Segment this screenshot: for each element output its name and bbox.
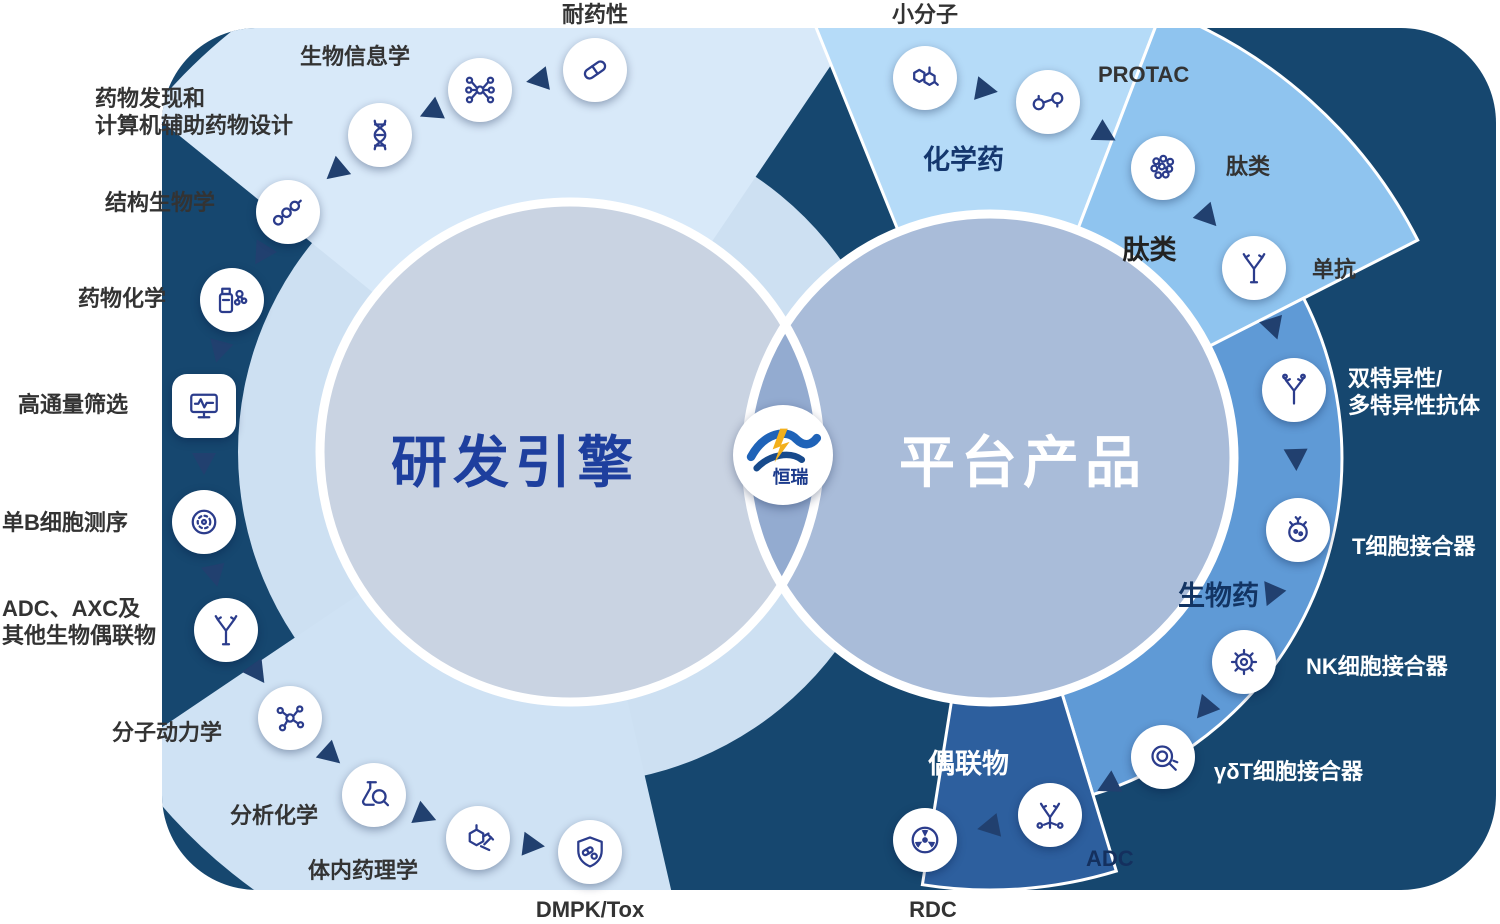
node-adc	[1018, 783, 1082, 847]
screen-icon	[186, 388, 222, 424]
small-molecule-label: 小分子	[891, 2, 958, 27]
drug-resistance-label: 耐药性	[561, 2, 628, 27]
flow-arrow	[974, 76, 1000, 104]
rdc-label: RDC	[909, 897, 957, 922]
flask-magnifier-icon	[356, 777, 392, 813]
dna-icon	[362, 117, 398, 153]
rnd-engine-title: 研发引擎	[391, 431, 639, 494]
sector-label-biologics: 生物药	[1178, 581, 1259, 611]
node-in-vivo-pharmacology	[446, 806, 510, 870]
node-drug-discovery-cadd	[348, 103, 412, 167]
left-top-fan	[162, 28, 872, 452]
lightning-icon	[772, 428, 790, 463]
structural-biology-label: 结构生物学	[105, 190, 216, 215]
logo-text: 恒瑞	[773, 466, 809, 487]
pill-icon	[577, 52, 613, 88]
monoclonal-antibody-label: 单抗	[1312, 257, 1357, 282]
flow-arrow	[524, 66, 550, 94]
protac-icon	[1030, 84, 1066, 120]
invivo-icon	[460, 820, 496, 856]
analytical-chemistry-label: 分析化学	[230, 803, 319, 828]
medicinal-chemistry-label: 药物化学	[78, 286, 167, 311]
node-monoclonal-antibody	[1222, 236, 1286, 300]
tcell-icon	[1280, 512, 1316, 548]
molecule-icon	[272, 700, 308, 736]
bioinformatics-label: 生物信息学	[300, 44, 411, 69]
bispecific-icon	[1276, 372, 1312, 408]
platform-products-title: 平台产品	[899, 431, 1147, 494]
node-bioinformatics	[448, 58, 512, 122]
radiation-icon	[907, 822, 943, 858]
flow-arrow	[521, 831, 547, 859]
medicine-icon	[214, 282, 250, 318]
nk-cell-engager-label: NK细胞接合器	[1306, 654, 1448, 679]
drug-discovery-cadd-label: 药物发现和 计算机辅助药物设计	[95, 86, 294, 138]
adc-icon	[1032, 797, 1068, 833]
node-high-throughput-screening	[172, 374, 236, 438]
sector-label-conjugates: 偶联物	[928, 749, 1009, 779]
node-gdt-cell-engager	[1131, 725, 1195, 789]
steroid-icon	[270, 194, 306, 230]
molecular-dynamics-label: 分子动力学	[112, 720, 223, 745]
node-small-molecule	[893, 46, 957, 110]
cell-seq-icon	[186, 504, 222, 540]
rnd-engine-circle	[320, 202, 820, 702]
flow-arrow	[974, 813, 1002, 841]
bispecific-antibody-label: 双特异性/ 多特异性抗体	[1348, 366, 1481, 418]
sector-label-chemical-drugs: 化学药	[923, 145, 1004, 175]
gdt-cell-engager-label: γδT细胞接合器	[1214, 759, 1364, 784]
t-cell-engager-label: T细胞接合器	[1352, 534, 1476, 559]
flow-arrow	[192, 453, 216, 475]
high-throughput-screening-label: 高通量筛选	[18, 392, 129, 417]
node-nk-cell-engager	[1212, 630, 1276, 694]
network-icon	[462, 72, 498, 108]
nkcell-icon	[1226, 644, 1262, 680]
node-adc-axc-bioconjugates	[194, 598, 258, 662]
protac-label: PROTAC	[1098, 62, 1190, 87]
node-dmpk-tox	[558, 820, 622, 884]
small-molecule-icon	[907, 60, 943, 96]
gdtcell-icon	[1145, 739, 1181, 775]
adc-axc-bioconjugates-label: ADC、AXC及 其他生物偶联物	[2, 596, 157, 648]
in-vivo-pharmacology-label: 体内药理学	[308, 858, 419, 883]
node-t-cell-engager	[1266, 498, 1330, 562]
company-logo: 恒瑞	[733, 405, 833, 505]
sector-label-peptides: 肽类	[1122, 235, 1177, 265]
flow-arrow	[1283, 448, 1309, 472]
shield-pill-icon	[572, 834, 608, 870]
dmpk-tox-label: DMPK/Tox	[535, 897, 645, 922]
node-protac	[1016, 70, 1080, 134]
platform-products-circle	[746, 214, 1234, 702]
node-drug-resistance	[563, 38, 627, 102]
single-b-cell-seq-label: 单B细胞测序	[2, 510, 128, 535]
peptide-icon	[1145, 150, 1181, 186]
logo-swoosh-icon: 恒瑞	[746, 428, 822, 487]
node-bispecific-antibody	[1262, 358, 1326, 422]
adc-label: ADC	[1086, 846, 1134, 871]
peptides-label: 肽类	[1226, 154, 1271, 179]
antibody-icon	[1236, 250, 1272, 286]
node-single-b-cell-seq	[172, 490, 236, 554]
antibody-icon	[208, 612, 244, 648]
node-peptides	[1131, 136, 1195, 200]
node-medicinal-chemistry	[200, 268, 264, 332]
node-rdc	[893, 808, 957, 872]
node-analytical-chemistry	[342, 763, 406, 827]
node-structural-biology	[256, 180, 320, 244]
node-molecular-dynamics	[258, 686, 322, 750]
